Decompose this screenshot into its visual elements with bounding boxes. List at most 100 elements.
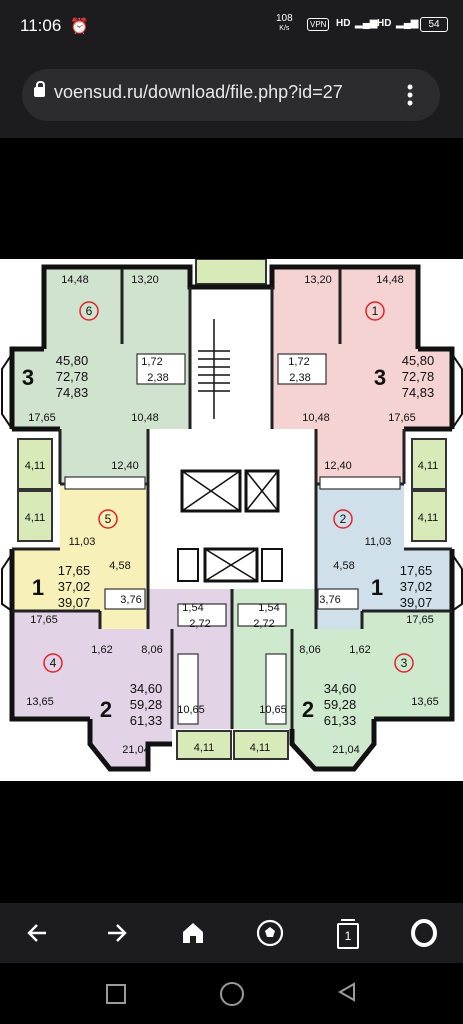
area-label: 4,58 xyxy=(333,560,354,572)
status-bar: 11:06 ⏰ 108 K/s VPN HD ▂▄▆ HD ▂▄▆ 54 xyxy=(0,0,463,56)
tabs-stack-icon xyxy=(341,919,355,924)
area-label: 17,65 xyxy=(400,563,433,578)
area-label: 39,07 xyxy=(58,595,91,610)
network-label-1: HD xyxy=(336,18,351,29)
area-label: 4,11 xyxy=(418,460,439,472)
apartment-number-circle xyxy=(333,509,353,529)
area-label: 11,03 xyxy=(69,536,96,548)
url-text[interactable]: voensud.ru/download/file.php?id=27 xyxy=(54,82,343,102)
home-icon[interactable] xyxy=(175,915,211,951)
area-label: 72,78 xyxy=(402,369,435,384)
area-label: 14,48 xyxy=(376,274,404,286)
apartment-number: 3 xyxy=(401,656,408,670)
apartment-number-circle xyxy=(365,301,385,321)
arrow-right-icon[interactable] xyxy=(98,915,134,951)
room-count: 1 xyxy=(371,575,383,600)
network-label-2: HD xyxy=(377,18,392,29)
bay-windows xyxy=(1,353,463,612)
fixtures xyxy=(64,353,401,725)
area-label: 39,07 xyxy=(400,595,433,610)
area-label: 4,11 xyxy=(418,512,439,524)
browser-bottom-nav: 1 xyxy=(0,903,463,963)
apartment-3-fill xyxy=(232,589,452,769)
battery-icon: 54 xyxy=(420,17,448,32)
arrow-left-icon[interactable] xyxy=(20,915,56,951)
area-label: 45,80 xyxy=(56,353,89,368)
area-label: 59,28 xyxy=(130,697,163,712)
apartment-6-fill xyxy=(12,267,190,484)
area-label: 17,65 xyxy=(58,563,91,578)
home-circle-icon[interactable] xyxy=(220,982,244,1006)
area-label: 12,40 xyxy=(111,460,139,472)
area-label: 1,72 xyxy=(288,356,309,368)
lock-icon xyxy=(34,81,45,97)
back-triangle-icon[interactable] xyxy=(336,981,358,1003)
area-label: 1,62 xyxy=(91,644,112,656)
area-label: 74,83 xyxy=(402,385,435,400)
area-label: 4,11 xyxy=(25,512,46,524)
area-label: 4,58 xyxy=(109,560,130,572)
area-label: 1,62 xyxy=(349,644,370,656)
area-label: 74,83 xyxy=(56,385,89,400)
browser-toolbar: voensud.ru/download/file.php?id=27 ••• xyxy=(0,56,463,138)
area-label: 34,60 xyxy=(324,681,357,696)
area-label: 8,06 xyxy=(141,644,162,656)
room-count: 1 xyxy=(32,575,44,600)
area-label: 10,48 xyxy=(131,412,159,424)
area-label: 37,02 xyxy=(400,579,433,594)
area-label: 10,65 xyxy=(259,704,287,716)
network-speed-value: 108 xyxy=(276,13,293,24)
room-count: 3 xyxy=(374,365,386,390)
area-label: 10,65 xyxy=(177,704,205,716)
area-label: 2,38 xyxy=(289,372,310,384)
area-label: 17,65 xyxy=(28,412,56,424)
recents-icon[interactable] xyxy=(106,984,126,1004)
floor-plan-svg: 14,4813,20645,8072,7874,83317,6510,481,7… xyxy=(1,258,463,772)
area-label: 1,72 xyxy=(141,356,162,368)
area-label: 61,33 xyxy=(324,713,357,728)
network-speed: 108 K/s xyxy=(276,14,293,34)
area-label: 13,20 xyxy=(131,274,159,286)
area-label: 4,11 xyxy=(25,460,46,472)
area-label: 12,40 xyxy=(324,460,352,472)
system-nav-bar xyxy=(0,963,463,1024)
apartment-number: 4 xyxy=(50,656,57,670)
area-label: 1,54 xyxy=(258,602,279,614)
signal-icon: ▂▄▆ xyxy=(396,18,419,29)
apartment-number-circle xyxy=(79,301,99,321)
address-bar[interactable]: voensud.ru/download/file.php?id=27 ••• xyxy=(22,69,440,121)
area-label: 17,65 xyxy=(388,412,416,424)
walls xyxy=(9,264,455,772)
apartment-number-circle xyxy=(98,509,118,529)
area-label: 72,78 xyxy=(56,369,89,384)
apartment-number: 6 xyxy=(86,304,93,318)
kebab-menu-icon[interactable]: ••• xyxy=(406,77,414,113)
apartment-number-circle xyxy=(43,653,63,673)
vpn-icon: VPN xyxy=(307,18,330,31)
apartment-number-circle xyxy=(394,653,414,673)
room-count: 2 xyxy=(302,697,314,722)
apartment-number: 1 xyxy=(372,304,379,318)
soccer-ball-icon[interactable] xyxy=(252,915,288,951)
area-label: 2,72 xyxy=(253,618,274,630)
clock: 11:06 xyxy=(20,16,62,35)
tabs-count: 1 xyxy=(337,923,359,949)
apartment-number: 5 xyxy=(105,512,112,526)
area-label: 21,04 xyxy=(122,744,150,756)
area-label: 2,38 xyxy=(147,372,168,384)
area-label: 13,65 xyxy=(26,696,54,708)
area-label: 61,33 xyxy=(130,713,163,728)
room-count: 2 xyxy=(100,697,112,722)
opera-icon[interactable] xyxy=(406,915,442,951)
area-label: 14,48 xyxy=(61,274,89,286)
room-count: 3 xyxy=(22,365,34,390)
area-label: 1,54 xyxy=(182,602,203,614)
balconies xyxy=(17,258,447,760)
area-label: 13,20 xyxy=(304,274,332,286)
area-label: 17,65 xyxy=(30,614,58,626)
area-label: 4,11 xyxy=(194,742,215,754)
area-label: 59,28 xyxy=(324,697,357,712)
tabs-button[interactable]: 1 xyxy=(329,915,365,951)
